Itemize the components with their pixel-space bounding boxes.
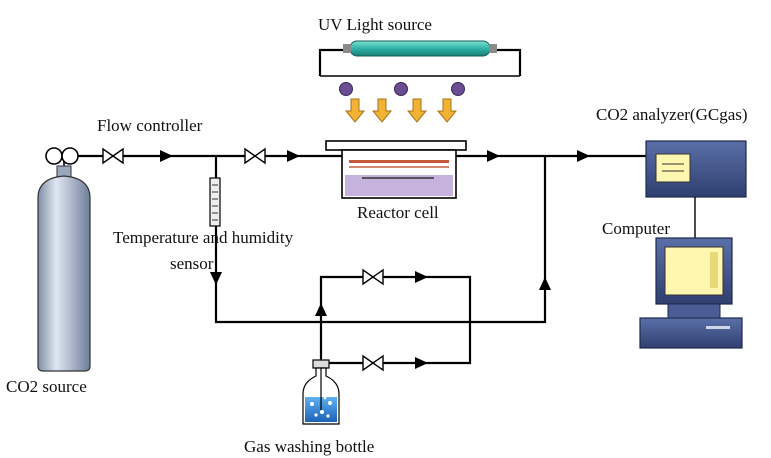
flow-controller-label: Flow controller — [97, 116, 203, 135]
valve-icon — [244, 147, 266, 165]
flow-controller-knobs — [45, 147, 79, 165]
sensor-label: sensor — [170, 254, 214, 273]
computer-label: Computer — [602, 219, 670, 238]
co2-source-label: CO2 source — [6, 377, 87, 396]
co2-analyzer-label: CO2 analyzer(GCgas) — [596, 105, 748, 124]
uv-lamp-dots — [339, 82, 465, 96]
flow-arrows — [160, 150, 590, 369]
temperature-humidity-label: Temperature and humidity — [113, 228, 294, 247]
uv-irradiation-arrows — [344, 98, 458, 123]
uv-light-source — [318, 40, 522, 77]
uv-light-source-label: UV Light source — [318, 15, 432, 34]
reactor-cell-label: Reactor cell — [357, 203, 439, 222]
temperature-humidity-sensor — [209, 177, 221, 227]
gas-washing-bottle — [302, 359, 340, 425]
valve-icon — [362, 268, 384, 286]
valve-icon — [102, 147, 124, 165]
computer-base — [639, 303, 743, 349]
co2-source-cylinder — [37, 160, 91, 372]
co2-analyzer — [645, 140, 747, 198]
reactor-cell — [325, 140, 467, 199]
computer-monitor — [655, 237, 733, 305]
valve-icon — [362, 354, 384, 372]
gas-washing-bottle-label: Gas washing bottle — [244, 437, 374, 456]
